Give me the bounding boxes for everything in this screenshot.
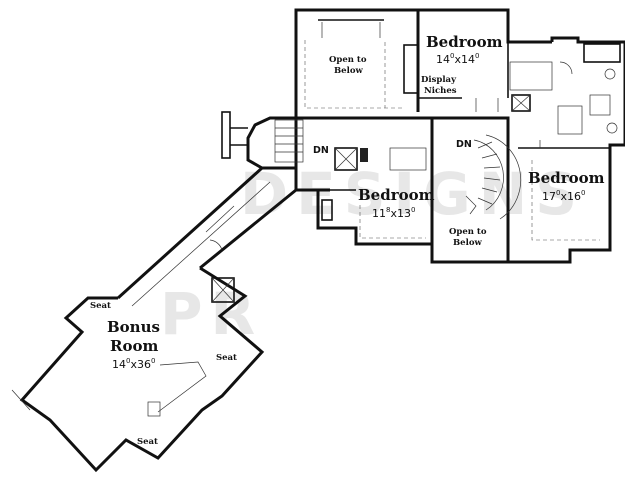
bonus-closet-x xyxy=(211,277,235,303)
display-niches-line2: Niches xyxy=(424,86,457,96)
bathtub xyxy=(583,43,621,63)
bedroom-top-dimensions: 140x140 xyxy=(436,52,480,66)
wall-bonus-room xyxy=(19,266,265,473)
seat-right-label: Seat xyxy=(216,353,237,363)
stair-dn-right: DN xyxy=(456,139,472,150)
seat-top-label: Seat xyxy=(90,301,111,311)
bedroom-mid-dimensions: 118x130 xyxy=(372,206,416,220)
open-to-below-top-line2: Below xyxy=(334,66,363,76)
open-to-below-top-line1: Open to xyxy=(329,55,367,65)
stair-open-well xyxy=(430,116,510,264)
wall-bedroom-mid xyxy=(316,190,432,246)
open-to-below-stair-line1: Open to xyxy=(449,227,487,237)
corridor-wall-lower xyxy=(199,188,297,270)
open-to-below-stair-line2: Below xyxy=(453,238,482,248)
stair-dn-left: DN xyxy=(313,145,329,156)
display-niches-line1: Display xyxy=(421,75,457,85)
bedroom-right-dimensions: 170x160 xyxy=(542,189,586,203)
hall-closet-x xyxy=(334,147,358,171)
bonus-room-label-line2: Room xyxy=(110,337,159,355)
bonus-room-dimensions: 140x360 xyxy=(112,357,156,371)
bedroom-right-label: Bedroom xyxy=(528,169,605,187)
wall-bedroom-top xyxy=(418,8,552,44)
wall-bedroom-right xyxy=(508,120,625,264)
bedroom-top-label: Bedroom xyxy=(426,33,503,51)
toilet xyxy=(606,122,618,134)
wall-landing-left xyxy=(246,116,296,170)
sink xyxy=(604,68,616,80)
display-niches-cabinet xyxy=(403,44,419,94)
bonus-room-label-line1: Bonus xyxy=(107,318,160,336)
corridor-wall-upper xyxy=(116,166,264,300)
seat-bottom-label: Seat xyxy=(137,437,158,447)
wall-bath-top-right xyxy=(550,36,625,120)
closet-x-box xyxy=(511,94,531,112)
bedroom-mid-label: Bedroom xyxy=(358,186,435,204)
